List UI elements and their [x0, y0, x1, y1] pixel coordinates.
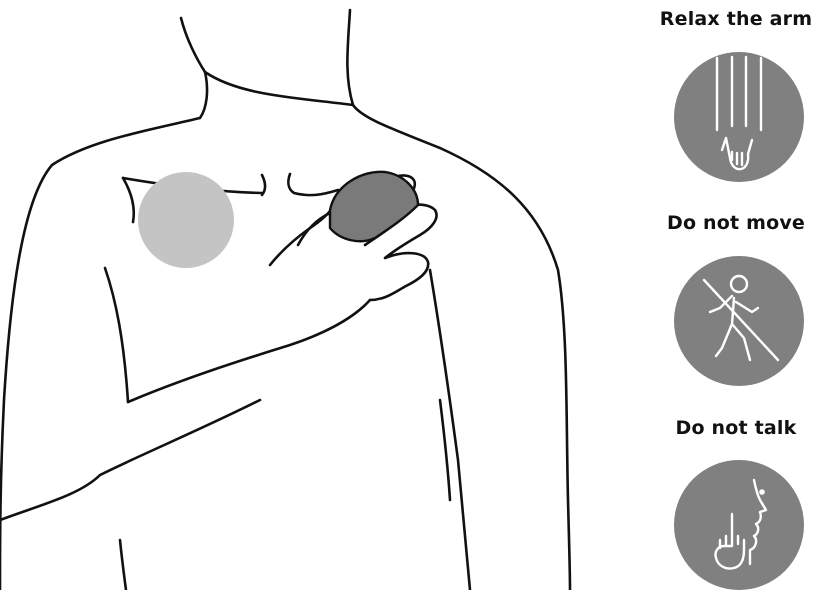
neck-line [205, 72, 353, 105]
right-arm-inner [430, 270, 470, 590]
right-sternum-notch [288, 174, 338, 195]
instruction-label-talk: Do not talk [650, 417, 822, 439]
instruction-label-move: Do not move [650, 212, 822, 234]
sensor-disc-alternate [138, 172, 234, 268]
left-armpit [123, 178, 134, 222]
relaxed-arm-icon [674, 52, 804, 182]
sensor-disc-placed [330, 172, 418, 241]
torso-illustration [0, 0, 600, 590]
right-torso-line [440, 400, 450, 500]
left-shoulder-outline [0, 18, 207, 590]
instruction-label-relax: Relax the arm [650, 8, 822, 30]
left-torso-line [120, 540, 126, 590]
left-arm-inner [105, 268, 128, 402]
right-shoulder-outline [347, 10, 570, 590]
left-sternum-notch [262, 175, 265, 195]
forearm-lower-edge [128, 300, 370, 402]
no-walking-icon [674, 256, 804, 386]
forearm-upper-edge [0, 400, 260, 520]
quiet-gesture-icon [674, 460, 804, 590]
